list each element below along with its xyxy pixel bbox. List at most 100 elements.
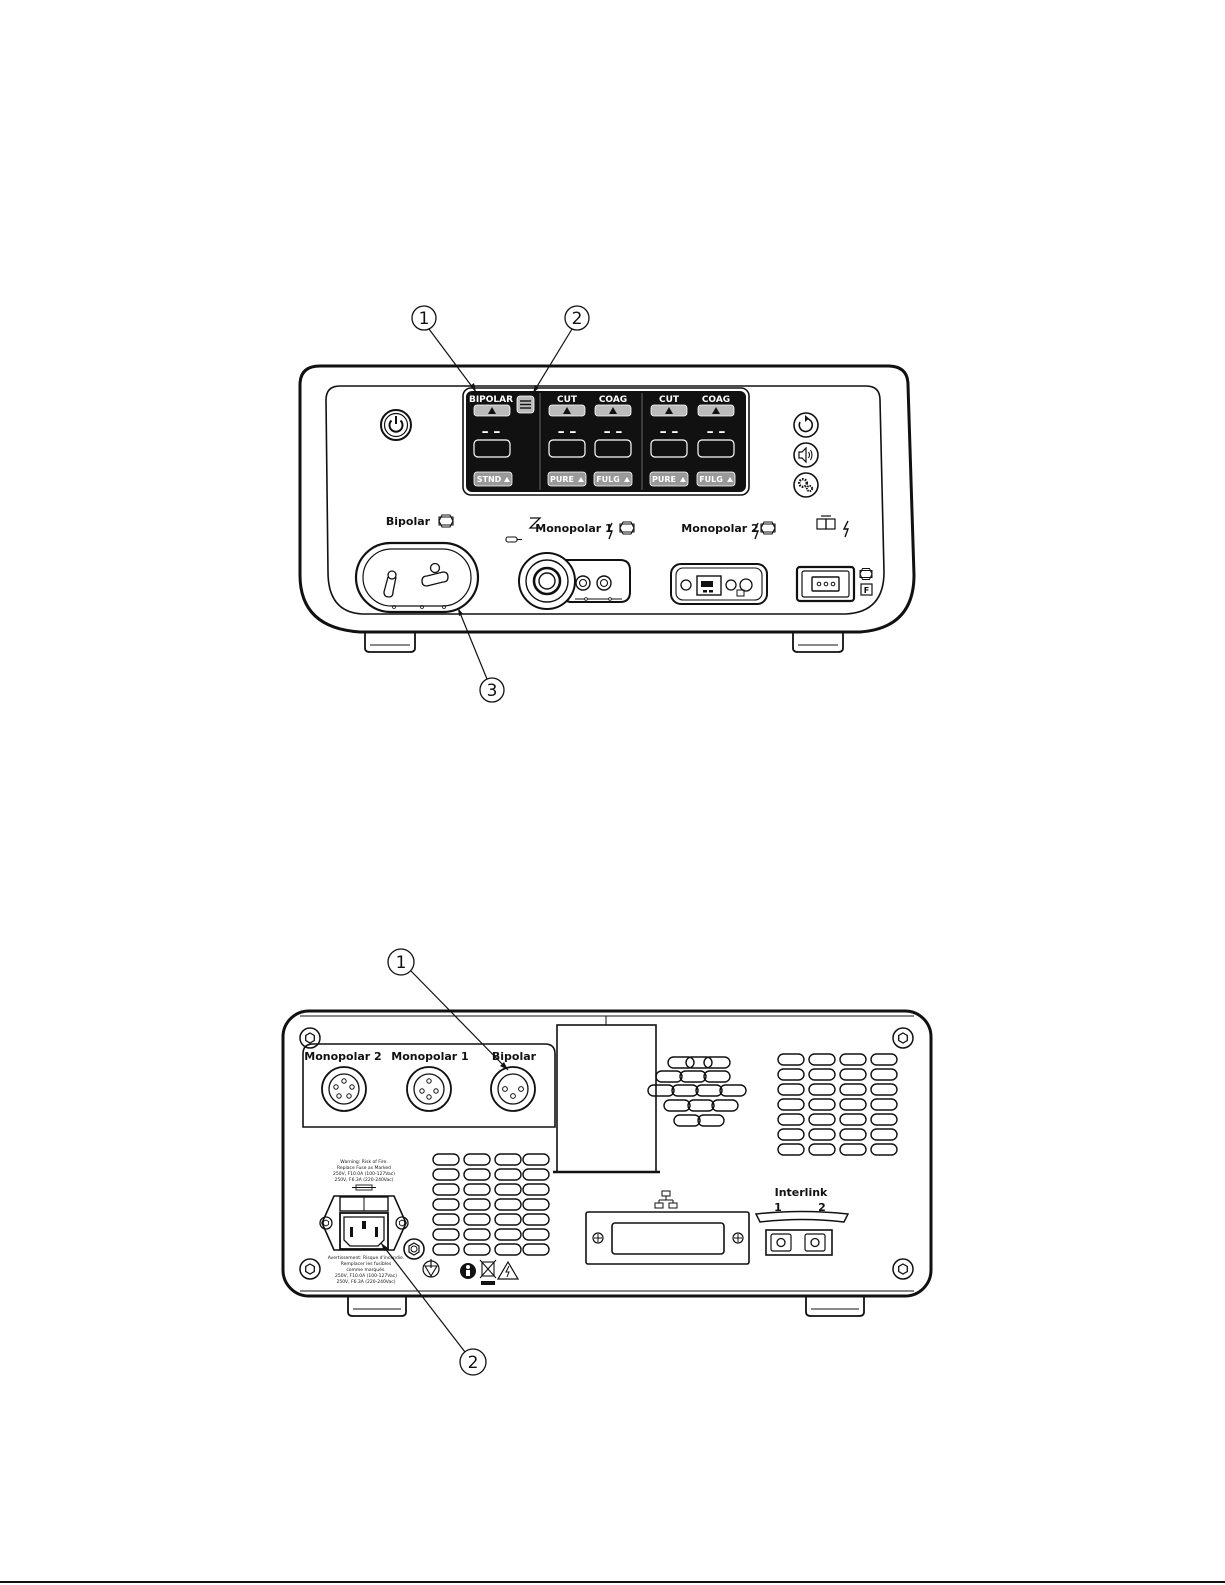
volume-button[interactable]: [793, 442, 819, 468]
coag-value-2: – –: [707, 424, 726, 440]
footswitch-letter: F: [864, 586, 869, 595]
gear-icon: [798, 478, 809, 489]
up-arrow-icon: [609, 407, 617, 414]
svg-text:Remplacer les fusibles: Remplacer les fusibles: [341, 1261, 392, 1267]
equipotential-icon: [422, 1259, 440, 1278]
front-callout-3: 3: [457, 607, 505, 703]
fuse-warning-text: Warning: Risk of Fire. Replace Fuse as M…: [333, 1159, 395, 1183]
cut-up-button-2[interactable]: [650, 404, 688, 417]
svg-text:Warning: Risk of Fire.: Warning: Risk of Fire.: [340, 1159, 387, 1165]
interlink-port1-label: 1: [774, 1201, 782, 1214]
front-foot-right: [792, 630, 844, 653]
svg-text:Avertissement: Risque d'incend: Avertissement: Risque d'incendie.: [328, 1255, 405, 1261]
coag-up-button-2[interactable]: [697, 404, 735, 417]
rear-foot-left: [347, 1293, 407, 1317]
coag-header-1: COAG: [599, 395, 627, 405]
up-arrow-icon: [680, 477, 686, 482]
interlink-port-2[interactable]: [804, 1233, 826, 1252]
monopolar2-receptacle[interactable]: [670, 563, 768, 605]
rear-foot-right: [805, 1293, 865, 1317]
cut-down-button-2[interactable]: [650, 439, 688, 458]
fuse-symbol-icon: [352, 1184, 376, 1191]
pure-label-1: PURE: [550, 475, 574, 484]
recall-icon: [798, 417, 814, 433]
rear-monopolar1-label: Monopolar 1: [391, 1050, 468, 1063]
rear-bipolar-label: Bipolar: [492, 1050, 537, 1063]
bipolar-value: – –: [482, 424, 501, 440]
up-arrow-icon: [488, 407, 496, 414]
fuse-warning-fr-text: Avertissement: Risque d'incendie. Rempla…: [328, 1255, 405, 1285]
footswitch-symbol-icon: [816, 515, 836, 530]
bipolar-down-button[interactable]: [473, 439, 511, 458]
recall-button[interactable]: [793, 412, 819, 438]
up-arrow-icon: [665, 407, 673, 414]
rear-bipolar-connector[interactable]: [490, 1066, 536, 1112]
interlink-port2-label: 2: [818, 1201, 826, 1214]
coag-mode-button-1[interactable]: FULG: [593, 471, 633, 487]
lightning-icon: [752, 522, 760, 540]
interlink-ports[interactable]: [765, 1229, 833, 1256]
screw-icon: [395, 1216, 409, 1230]
cut-header-2: CUT: [659, 395, 680, 405]
settings-button[interactable]: [793, 472, 819, 498]
patient-return-icon: [505, 517, 542, 543]
equipotential-ground-post[interactable]: [403, 1238, 425, 1260]
front-bezel: [325, 385, 885, 615]
monopolar1-symbol-icon: [619, 521, 635, 535]
up-arrow-icon: [563, 407, 571, 414]
svg-text:1: 1: [396, 953, 407, 973]
monopolar2-symbol-icon: [760, 521, 776, 535]
cut-mode-button-1[interactable]: PURE: [547, 471, 587, 487]
screw-icon: [592, 1232, 604, 1244]
front-view: BIPOLAR CUT COAG CUT COAG – – – – – – – …: [298, 305, 916, 703]
coag-value-1: – –: [604, 424, 623, 440]
cut-header-1: CUT: [557, 395, 578, 405]
coag-down-button-2[interactable]: [697, 439, 735, 458]
power-icon: [388, 419, 404, 433]
rear-monopolar1-connector[interactable]: [406, 1066, 452, 1112]
cut-value-2: – –: [660, 424, 679, 440]
front-callout-1: 1: [411, 305, 477, 393]
interlink-port-1[interactable]: [770, 1233, 792, 1252]
coag-down-button-1[interactable]: [594, 439, 632, 458]
fulg-label-1: FULG: [596, 475, 620, 484]
front-foot-left: [364, 630, 416, 653]
rear-label-plate: [556, 1024, 657, 1173]
bipolar-receptacle[interactable]: [354, 541, 480, 614]
menu-button[interactable]: [516, 395, 535, 414]
monopolar1-receptacle[interactable]: [518, 552, 631, 610]
network-port-cover[interactable]: [585, 1211, 750, 1265]
fulg-label-2: FULG: [699, 475, 723, 484]
rear-monopolar2-connector[interactable]: [321, 1066, 367, 1112]
stnd-label: STND: [477, 475, 502, 484]
network-icon: [654, 1190, 678, 1209]
front-callout-2: 2: [532, 305, 590, 394]
high-voltage-icon: [496, 1260, 520, 1280]
rear-callout-2: 2: [380, 1242, 487, 1376]
rear-callout-1: 1: [387, 948, 509, 1071]
up-arrow-icon: [727, 477, 733, 482]
svg-text:250V, F6.3A (220-240Vac): 250V, F6.3A (220-240Vac): [336, 1279, 395, 1285]
footswitch-type-icon: [859, 568, 873, 580]
bipolar-symbol-icon: [438, 514, 454, 528]
interlink-label: Interlink: [775, 1186, 828, 1199]
svg-text:1: 1: [419, 309, 430, 329]
screw-icon: [319, 1216, 333, 1230]
svg-text:2: 2: [468, 1353, 479, 1373]
coag-header-2: COAG: [702, 395, 730, 405]
speaker-icon: [798, 446, 807, 464]
power-button[interactable]: [380, 409, 412, 441]
coag-up-button-1[interactable]: [594, 404, 632, 417]
ac-inlet[interactable]: [339, 1212, 389, 1250]
up-arrow-icon: [712, 407, 720, 414]
cut-up-button-1[interactable]: [548, 404, 586, 417]
svg-text:comme marqués.: comme marqués.: [346, 1266, 385, 1273]
cut-value-1: – –: [558, 424, 577, 440]
cut-mode-button-2[interactable]: PURE: [649, 471, 689, 487]
bipolar-up-button[interactable]: [473, 404, 511, 417]
footswitch-receptacle[interactable]: [795, 565, 856, 603]
bipolar-mode-button[interactable]: STND: [473, 471, 513, 487]
cut-down-button-1[interactable]: [548, 439, 586, 458]
power-entry-module[interactable]: [319, 1195, 409, 1251]
coag-mode-button-2[interactable]: FULG: [696, 471, 736, 487]
